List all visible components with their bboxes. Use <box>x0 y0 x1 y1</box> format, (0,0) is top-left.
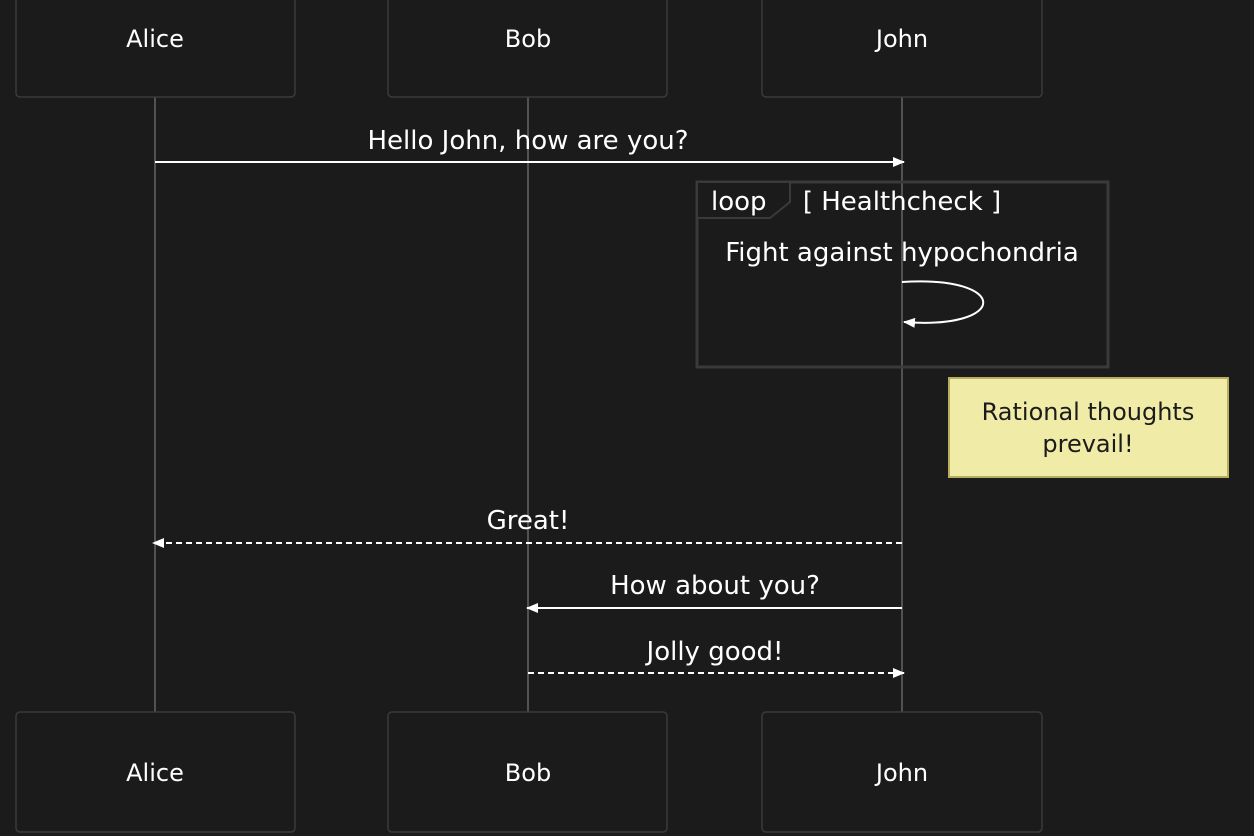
actor-label: John <box>874 759 928 787</box>
loop-block: loop [ Healthcheck ] Fight against hypoc… <box>695 180 1110 369</box>
actor-bob-bottom: Bob <box>387 711 668 833</box>
message-label: Great! <box>487 506 570 536</box>
loop-keyword: loop <box>711 187 767 217</box>
actor-label: Alice <box>126 25 184 53</box>
actor-john-bottom: John <box>761 711 1043 833</box>
actor-alice-top: Alice <box>15 0 296 98</box>
self-message-arrow <box>901 280 985 328</box>
actor-bob-top: Bob <box>387 0 668 98</box>
message-label: Jolly good! <box>645 637 784 667</box>
loop-tab <box>696 181 791 219</box>
note-line-2: prevail! <box>1042 430 1133 458</box>
actor-label: John <box>874 25 928 53</box>
note-line-1: Rational thoughts <box>982 398 1195 426</box>
message-label: How about you? <box>610 571 820 601</box>
loop-condition: [ Healthcheck ] <box>803 187 1001 217</box>
actor-label: Alice <box>126 759 184 787</box>
actor-alice-bottom: Alice <box>15 711 296 833</box>
actor-label: Bob <box>505 759 551 787</box>
note: Rational thoughts prevail! <box>948 377 1229 478</box>
message-label: Fight against hypochondria <box>725 238 1079 268</box>
actor-john-top: John <box>761 0 1043 98</box>
actor-label: Bob <box>505 25 551 53</box>
message-label: Hello John, how are you? <box>367 126 688 156</box>
